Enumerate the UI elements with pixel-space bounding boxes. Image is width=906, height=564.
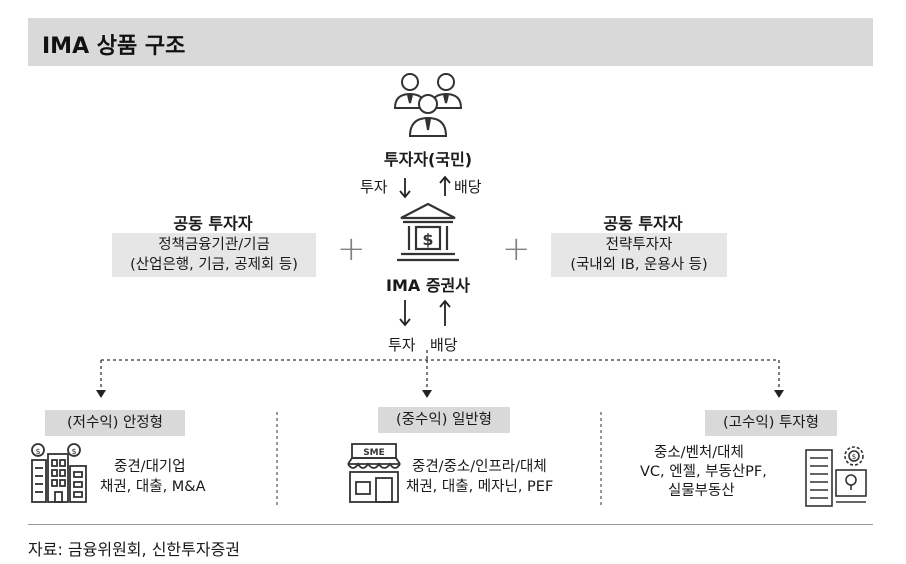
source-note: 자료: 금융위원회, 신한투자증권 [28, 540, 241, 559]
svg-text:$: $ [422, 230, 433, 249]
distribution-lines [96, 350, 784, 398]
category-desc-mid-1: 중견/중소/인프라/대체 [412, 459, 547, 475]
down-arrow-icon [399, 300, 411, 327]
svg-text:$: $ [35, 447, 40, 456]
category-desc-high-2: VC, 엔젤, 부동산PF, [640, 464, 767, 480]
category-desc-low-2: 채권, 대출, M&A [100, 479, 206, 495]
left-partner-line2: (산업은행, 기금, 공제회 등) [130, 257, 298, 273]
plus-icon-right: + [502, 229, 531, 269]
title-bar: IMA 상품 구조 [28, 18, 873, 66]
up-arrow-icon [439, 299, 451, 326]
office-idea-icon: $ [805, 446, 867, 507]
svg-text:$: $ [852, 453, 856, 461]
category-desc-high-1: 중소/벤처/대체 [654, 445, 744, 461]
category-desc-high-3: 실물부동산 [668, 483, 735, 499]
center-label: IMA 증권사 [386, 276, 470, 295]
down-arrow-icon [399, 178, 411, 199]
left-partner-box: 정책금융기관/기금 (산업은행, 기금, 공제회 등) [112, 233, 316, 277]
bank-icon: $ [397, 202, 459, 262]
lower-dividend-label: 배당 [430, 336, 458, 354]
svg-text:$: $ [71, 447, 76, 456]
upper-dividend-label: 배당 [454, 178, 482, 196]
lower-invest-label: 투자 [388, 336, 416, 354]
category-label-high: (고수익) 투자형 [705, 410, 837, 436]
category-desc-low-1: 중견/대기업 [114, 459, 186, 475]
left-partner-title: 공동 투자자 [173, 214, 253, 233]
store-sign-text: SME [363, 448, 385, 458]
investors-label: 투자자(국민) [383, 150, 473, 169]
plus-icon-left: + [337, 229, 366, 269]
category-label-low: (저수익) 안정형 [45, 410, 185, 436]
upper-invest-label: 투자 [360, 178, 388, 196]
right-partner-title: 공동 투자자 [603, 214, 683, 233]
footer-divider [28, 524, 873, 525]
buildings-icon: $ $ [31, 443, 87, 503]
category-desc-mid-2: 채권, 대출, 메자닌, PEF [406, 479, 554, 495]
category-label-mid: (중수익) 일반형 [378, 407, 510, 433]
right-partner-box: 전략투자자 (국내외 IB, 운용사 등) [551, 233, 727, 277]
right-partner-line1: 전략투자자 [605, 237, 673, 253]
store-icon: SME [347, 443, 401, 503]
up-arrow-icon [439, 175, 451, 196]
left-partner-line1: 정책금융기관/기금 [158, 237, 270, 253]
right-partner-line2: (국내외 IB, 운용사 등) [570, 257, 708, 273]
column-separators [276, 412, 602, 508]
investors-icon [393, 73, 463, 137]
page-title: IMA 상품 구조 [42, 34, 186, 59]
